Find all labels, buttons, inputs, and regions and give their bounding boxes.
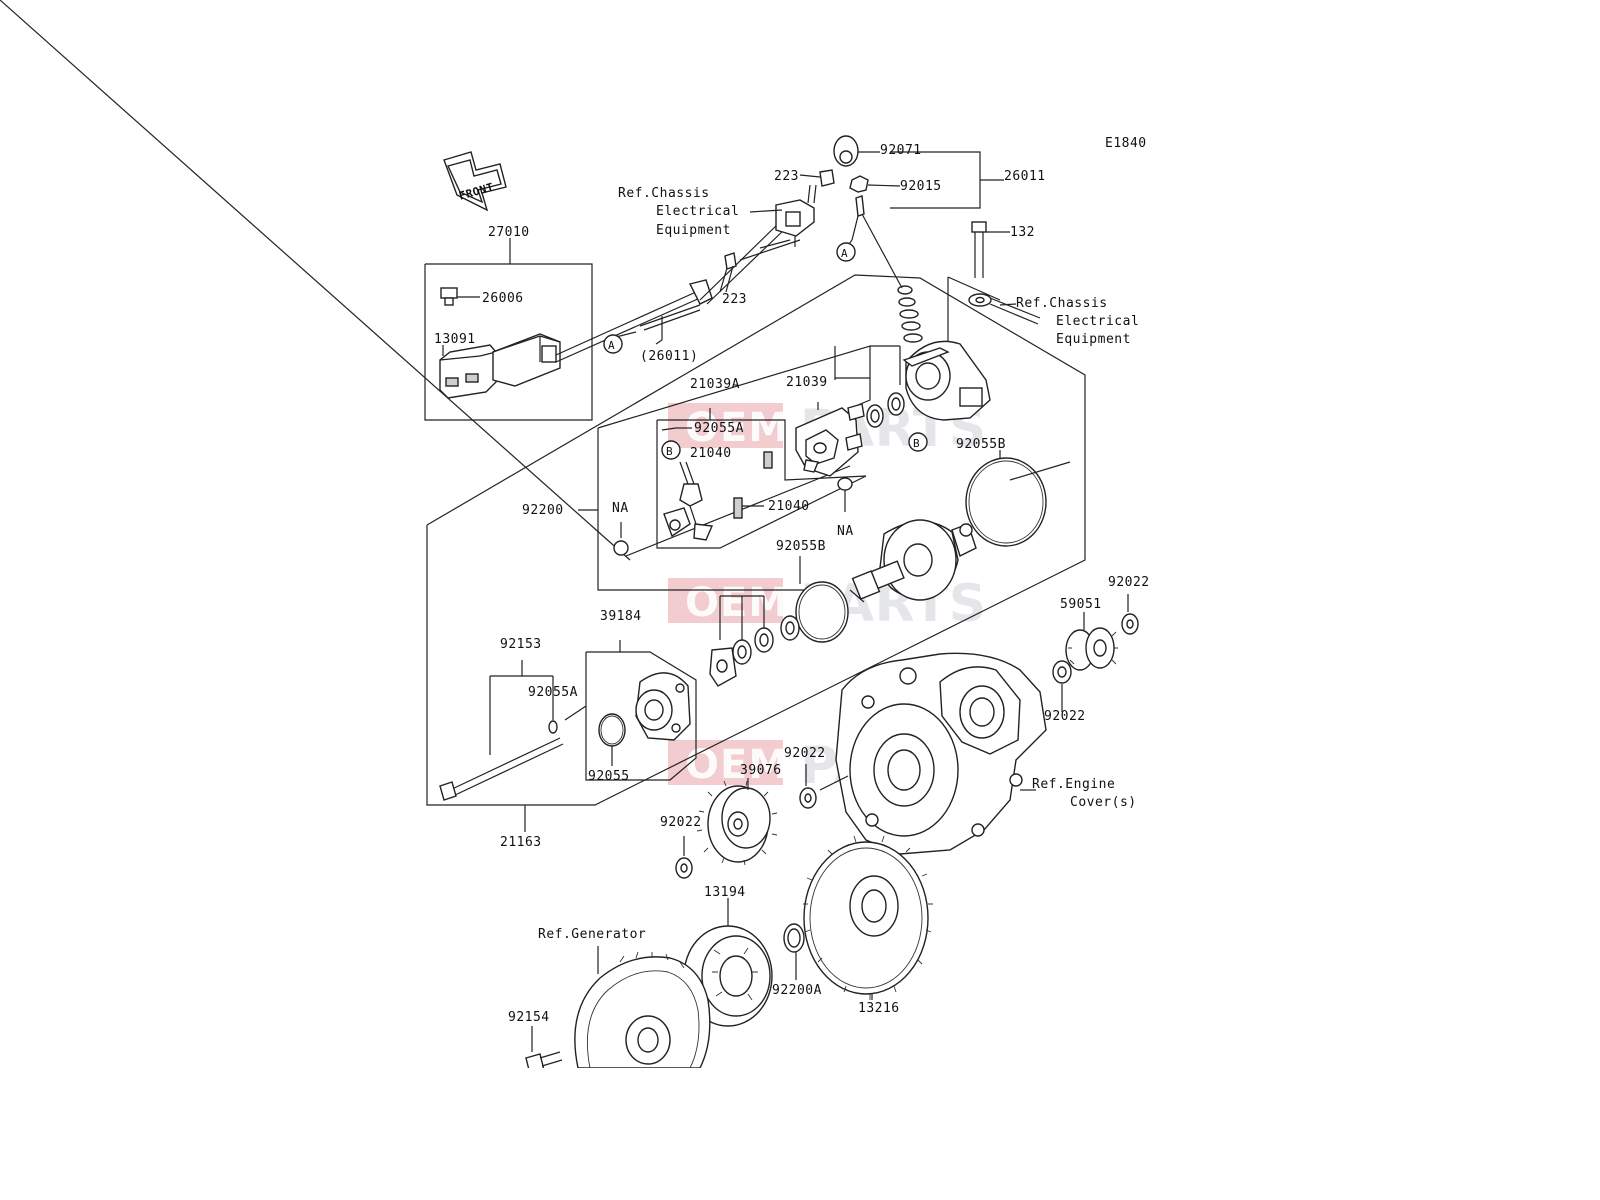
label-39076: 39076	[740, 763, 782, 778]
label-92200A: 92200A	[772, 983, 822, 998]
label-26011-paren: (26011)	[640, 349, 698, 364]
marker-a-1: A	[603, 334, 623, 354]
bolt-132	[971, 221, 1010, 278]
spring-92055A	[661, 427, 692, 431]
ground-terminal	[968, 293, 1041, 325]
relay-group	[424, 238, 593, 421]
label-92022-mid: 92022	[784, 746, 826, 761]
label-92022-top: 92022	[1108, 575, 1150, 590]
label-26011: 26011	[1004, 169, 1046, 184]
svg-text:B: B	[666, 445, 673, 458]
screw-na-left	[613, 522, 629, 556]
armature-shaft	[849, 560, 905, 603]
label-223-lower: 223	[722, 292, 747, 307]
through-bolt-92153	[439, 660, 587, 801]
terminal-rod	[845, 195, 865, 249]
ref-chassis-label-2b: Electrical	[1056, 314, 1139, 329]
label-92055A-upper: 92055A	[694, 421, 744, 436]
screw-na-right	[837, 477, 853, 512]
label-132: 132	[1010, 225, 1035, 240]
label-92200: 92200	[522, 503, 564, 518]
brush-21040-lower	[733, 497, 743, 519]
diagram-code: E1840	[1105, 136, 1147, 151]
front-arrow-icon: FRONT	[443, 151, 507, 212]
label-na-left: NA	[612, 501, 629, 516]
ref-engine-label: Ref.Engine	[1032, 777, 1115, 792]
label-92055B-upper: 92055B	[956, 437, 1006, 452]
ref-chassis-label-2: Ref.Chassis	[1016, 296, 1108, 311]
label-13216: 13216	[858, 1001, 900, 1016]
label-92153: 92153	[500, 637, 542, 652]
ref-generator-label: Ref.Generator	[538, 927, 646, 942]
insulator-stack	[861, 213, 923, 343]
label-92015: 92015	[900, 179, 942, 194]
brush-plate-21039	[795, 402, 865, 477]
label-92055A-lower: 92055A	[528, 685, 578, 700]
label-59051: 59051	[1060, 597, 1102, 612]
ref-chassis-label-1c: Equipment	[656, 223, 731, 238]
oring-92055	[598, 713, 626, 747]
label-21040-lower: 21040	[768, 499, 810, 514]
label-92154: 92154	[508, 1010, 550, 1025]
label-13194: 13194	[704, 885, 746, 900]
svg-text:A: A	[841, 247, 848, 260]
generator-rotor	[574, 946, 711, 1069]
watermark-oem-text: OEM	[685, 742, 789, 788]
watermark-oem-text: OEM	[685, 405, 789, 451]
label-27010: 27010	[488, 225, 530, 240]
bolt-223-upper	[799, 169, 835, 204]
ref-chassis-label-1b: Electrical	[656, 204, 739, 219]
label-92055B-lower: 92055B	[776, 539, 826, 554]
label-92071: 92071	[880, 143, 922, 158]
label-26006: 26006	[482, 291, 524, 306]
label-223-upper: 223	[774, 169, 799, 184]
label-92022-left: 92022	[660, 815, 702, 830]
label-92022-right: 92022	[1044, 709, 1086, 724]
starter-front-cover-39184	[585, 640, 697, 781]
label-13091: 13091	[434, 332, 476, 347]
engine-cover	[835, 652, 1047, 855]
ref-chassis-label-1: Ref.Chassis	[618, 186, 710, 201]
starter-end-cover	[902, 340, 991, 421]
ref-engine-label-b: Cover(s)	[1070, 795, 1137, 810]
bolt-223-lower	[719, 252, 737, 293]
label-na-right: NA	[837, 524, 854, 539]
brush-21040-upper	[763, 451, 773, 469]
svg-text:B: B	[913, 437, 920, 450]
oring-92055B-lower	[795, 581, 849, 643]
nut-92015	[849, 175, 901, 193]
label-21163: 21163	[500, 835, 542, 850]
label-92055: 92055	[588, 769, 630, 784]
marker-b-1: B	[661, 440, 681, 460]
starter-relay	[492, 333, 561, 387]
watermark-oem-text: OEM	[685, 580, 789, 626]
terminal-cap-92071	[833, 135, 880, 167]
relay-13091	[439, 344, 497, 399]
fuse-26006	[440, 287, 458, 299]
idle-gear-59051	[1065, 612, 1118, 671]
brush-subassembly	[0, 0, 867, 561]
oring-92055B-upper	[965, 457, 1047, 547]
starter-cable	[555, 199, 815, 363]
svg-text:A: A	[608, 339, 615, 352]
ring-gear-13216	[803, 835, 933, 1000]
label-39184: 39184	[600, 609, 642, 624]
reduction-gear-39076	[696, 778, 778, 866]
ref-chassis-label-2c: Equipment	[1056, 332, 1131, 347]
marker-b-2: B	[908, 432, 928, 452]
marker-a-2: A	[836, 242, 856, 262]
label-21039: 21039	[786, 375, 828, 390]
label-21039A: 21039A	[690, 377, 740, 392]
label-21040-upper: 21040	[690, 446, 732, 461]
brush-lead	[663, 461, 714, 541]
